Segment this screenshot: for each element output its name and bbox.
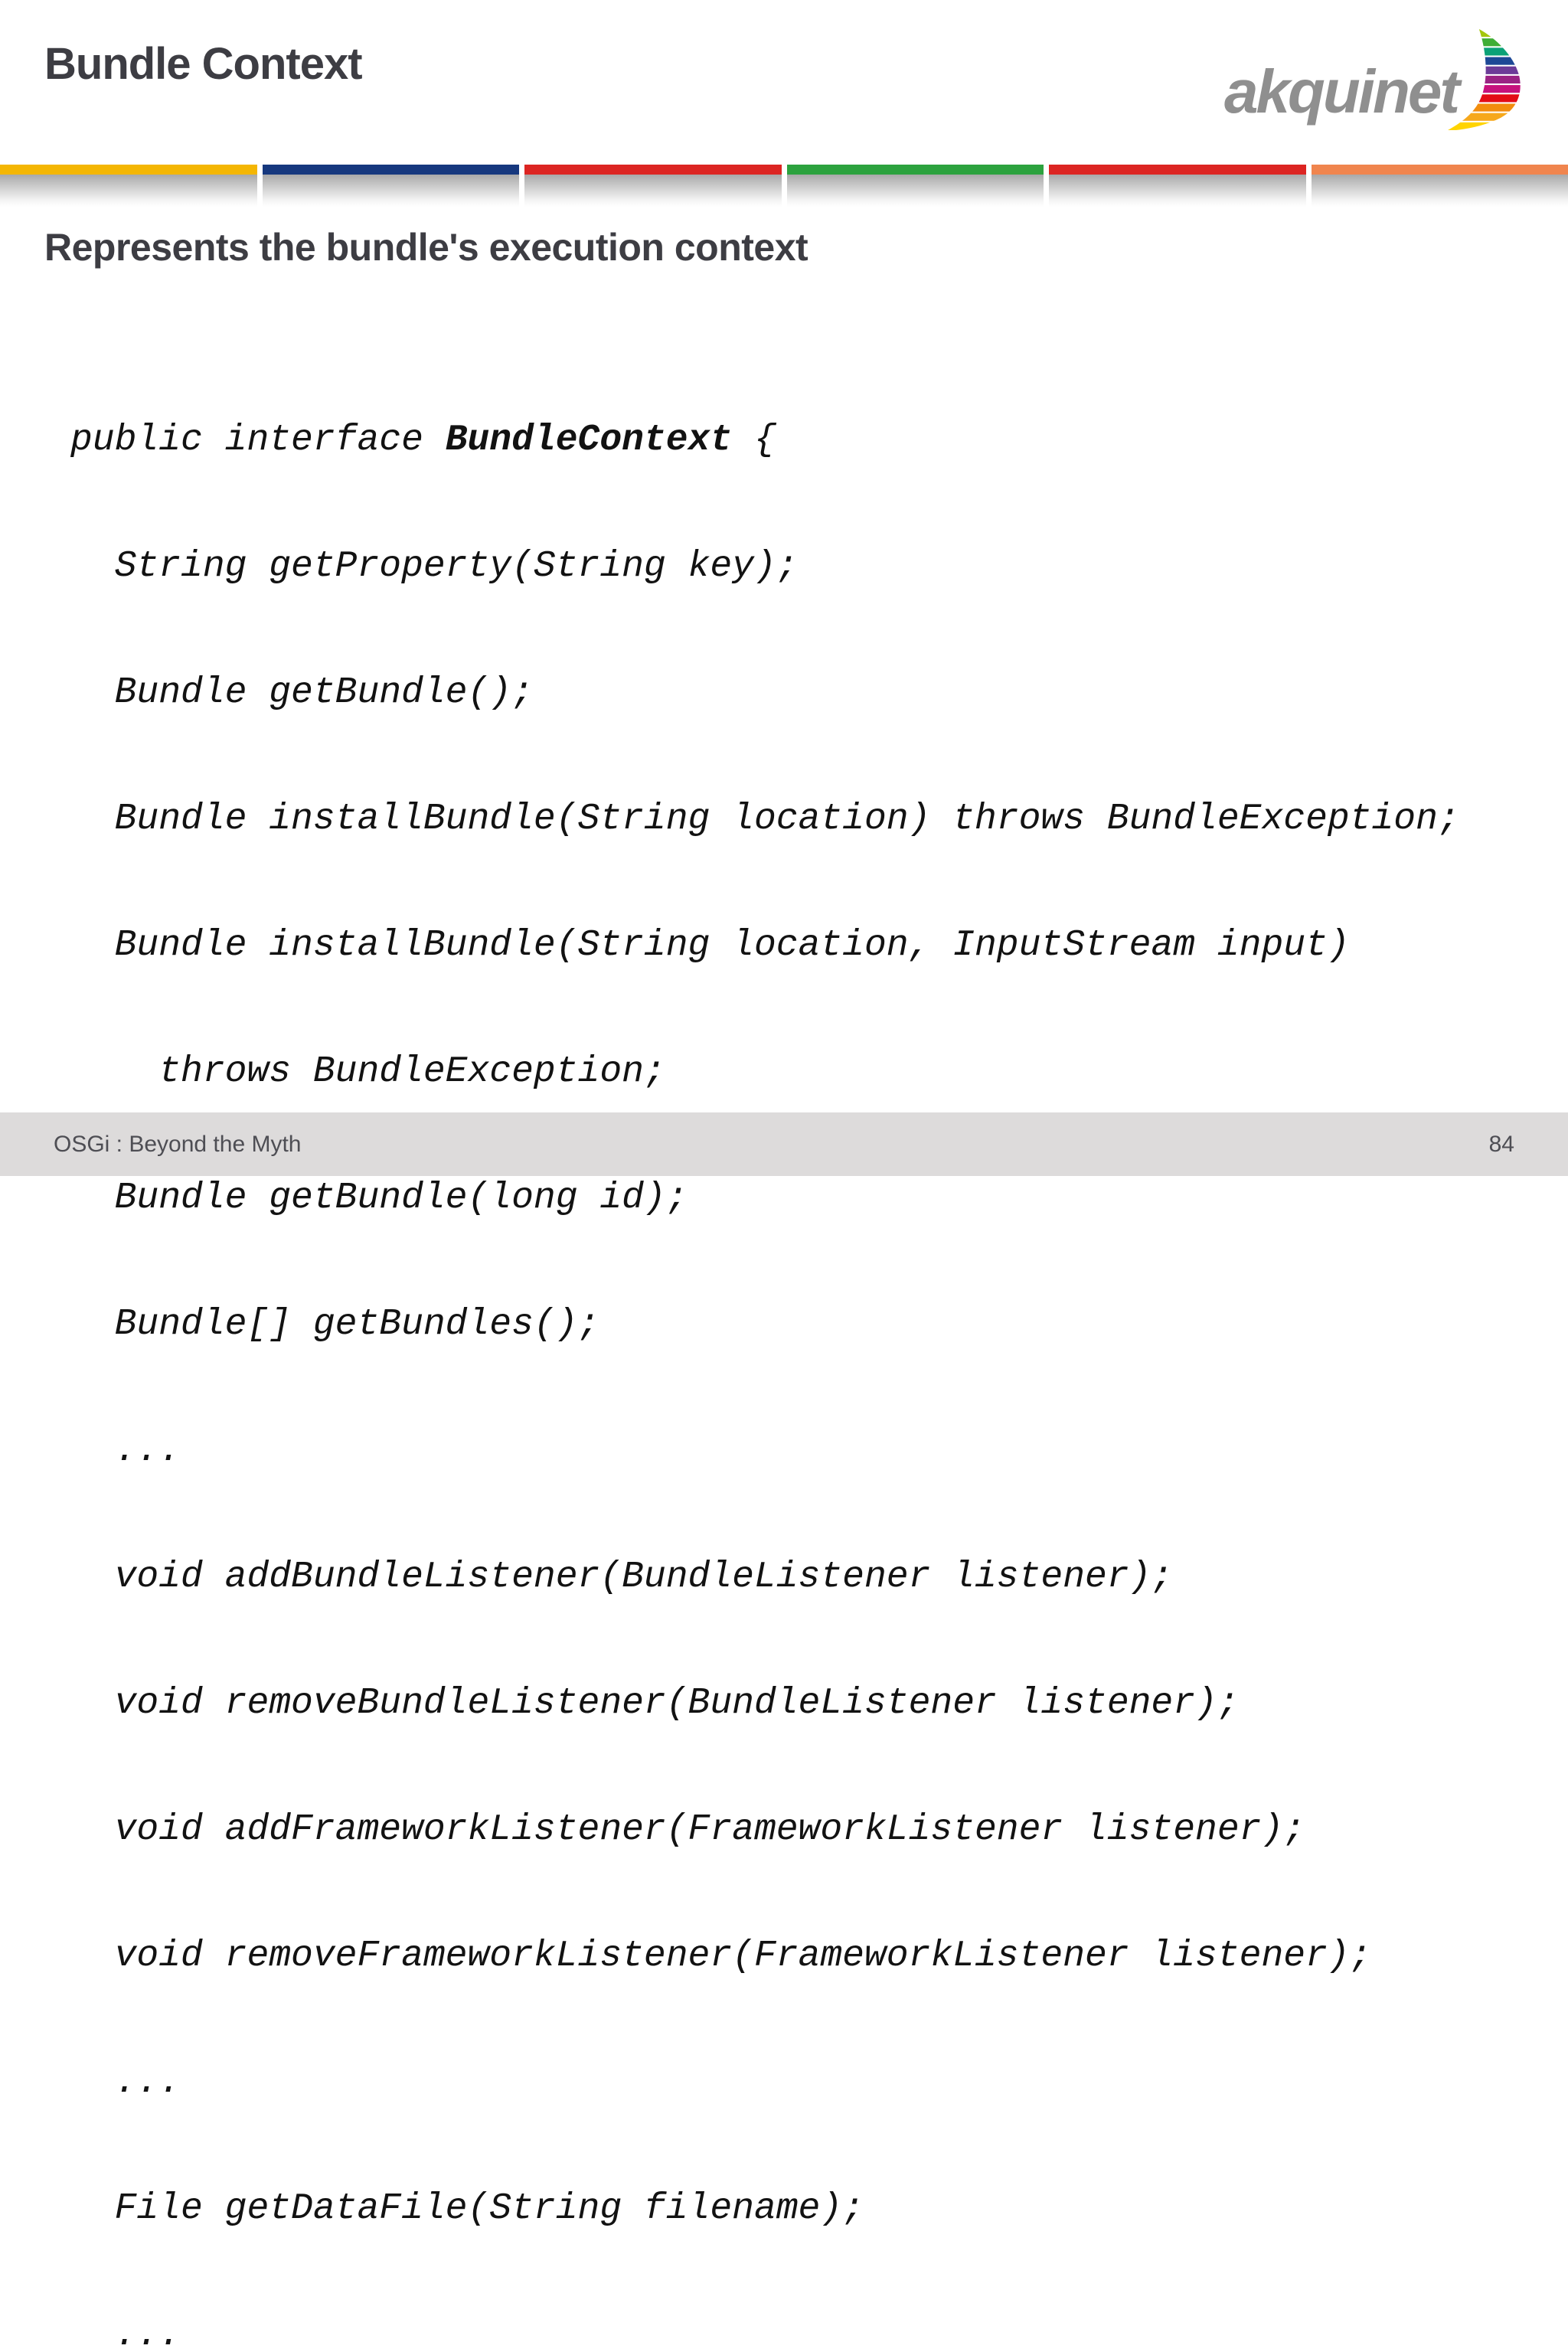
swoosh-band — [1446, 103, 1525, 111]
stripe-shadow — [787, 175, 1044, 207]
code-line: ... — [70, 1430, 1460, 1472]
logo-text: akquinet — [1224, 61, 1458, 122]
stripe-segment-4 — [787, 165, 1044, 207]
stripe-bar — [524, 165, 782, 175]
code-line: Bundle installBundle(String location) th… — [70, 799, 1460, 841]
logo-swoosh-icon — [1446, 29, 1525, 132]
stripe-bar — [1049, 165, 1306, 175]
stripe-bar — [0, 165, 257, 175]
stripe-segment-5 — [1049, 165, 1306, 207]
code-line-interface: public interface BundleContext { — [70, 420, 1460, 462]
code-brace: { — [732, 420, 776, 461]
code-line: void removeFrameworkListener(FrameworkLi… — [70, 1936, 1460, 1978]
subtitle: Represents the bundle's execution contex… — [44, 225, 808, 270]
swoosh-band — [1446, 38, 1525, 46]
code-line: Bundle installBundle(String location, In… — [70, 925, 1460, 967]
code-line: Bundle getBundle(); — [70, 672, 1460, 714]
code-line: throws BundleException; — [70, 1051, 1460, 1093]
code-block: public interface BundleContext { String … — [70, 335, 1460, 2352]
stripe-shadow — [263, 175, 520, 207]
stripe-bar — [787, 165, 1044, 175]
stripe-segment-2 — [263, 165, 520, 207]
stripe-segment-6 — [1312, 165, 1568, 207]
code-keyword: public interface — [70, 420, 446, 461]
swoosh-band — [1446, 67, 1525, 74]
swoosh-band — [1446, 122, 1525, 130]
code-interface-name: BundleContext — [446, 420, 732, 461]
stripe-segment-3 — [524, 165, 782, 207]
swoosh-band — [1446, 29, 1525, 37]
stripe-bar — [263, 165, 520, 175]
swoosh-band — [1446, 85, 1525, 93]
akquinet-logo: akquinet — [1224, 29, 1525, 132]
swoosh-band — [1446, 47, 1525, 55]
stripe-shadow — [1049, 175, 1306, 207]
swoosh-band — [1446, 76, 1525, 83]
slide: Bundle Context akquinet — [0, 0, 1568, 1176]
swoosh-band — [1446, 113, 1525, 121]
stripe-shadow — [0, 175, 257, 207]
stripe-bar — [1312, 165, 1568, 175]
swoosh-band — [1446, 94, 1525, 102]
code-line: File getDataFile(String filename); — [70, 2188, 1460, 2230]
code-line: void addBundleListener(BundleListener li… — [70, 1557, 1460, 1599]
code-line: ... — [70, 2314, 1460, 2352]
page-title: Bundle Context — [44, 38, 362, 90]
footer-title: OSGi : Beyond the Myth — [54, 1132, 301, 1158]
code-line: void addFrameworkListener(FrameworkListe… — [70, 1809, 1460, 1851]
stripe-segment-1 — [0, 165, 257, 207]
swoosh-band — [1446, 57, 1525, 65]
stripe-shadow — [1312, 175, 1568, 207]
footer: OSGi : Beyond the Myth 84 — [0, 1112, 1568, 1176]
stripe-shadow — [524, 175, 782, 207]
code-line: Bundle[] getBundles(); — [70, 1304, 1460, 1346]
code-line: String getProperty(String key); — [70, 546, 1460, 588]
color-stripe — [0, 165, 1568, 207]
code-line: void removeBundleListener(BundleListener… — [70, 1683, 1460, 1725]
code-line: ... — [70, 2062, 1460, 2104]
code-line: Bundle getBundle(long id); — [70, 1178, 1460, 1220]
page-number: 84 — [1489, 1132, 1514, 1158]
